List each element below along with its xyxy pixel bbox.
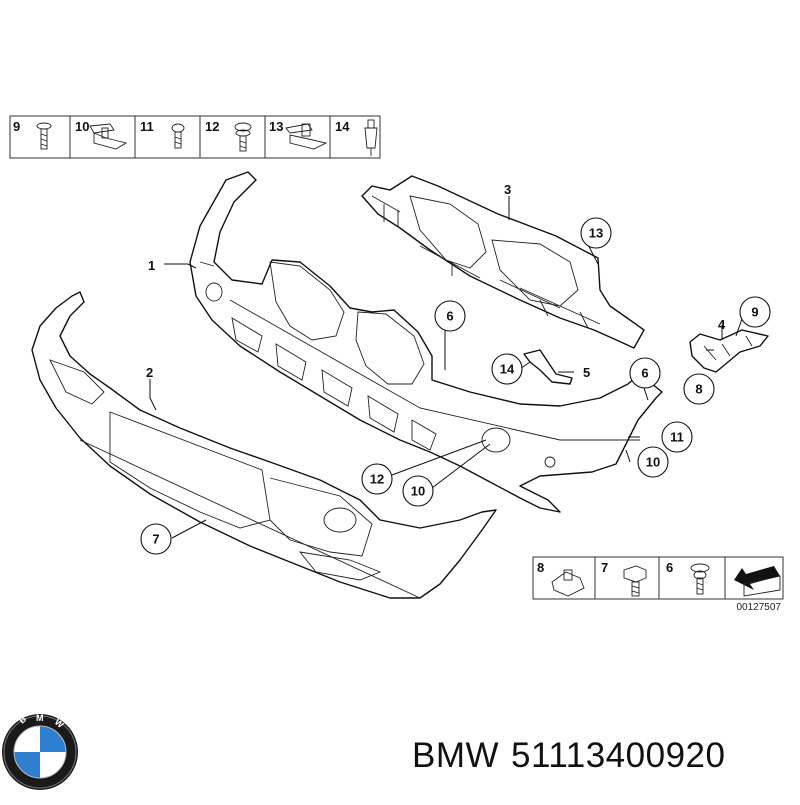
bolt-icon: [623, 565, 647, 597]
small-bracket-part: [523, 349, 573, 385]
screw-icon: [36, 122, 52, 150]
hw-number: 6: [666, 560, 673, 575]
clip-nut-icon: [551, 569, 585, 597]
hw-number: 10: [75, 119, 89, 134]
callout-7: 7: [152, 532, 159, 547]
direction-arrow-icon: [734, 566, 781, 597]
part-number: 51113400920: [511, 736, 726, 775]
side-bracket-part: [689, 329, 769, 373]
callout-2: 2: [146, 365, 153, 380]
hw-number: 11: [140, 119, 154, 134]
callout-11: 11: [670, 430, 684, 445]
part-caption: BMW 51113400920: [412, 736, 737, 776]
svg-text:M: M: [36, 713, 44, 723]
callout-13: 13: [589, 226, 603, 241]
hw-number: 13: [269, 119, 283, 134]
screw-icon: [234, 122, 252, 152]
screw-icon: [690, 563, 710, 595]
bottom-hardware-strip: 8 7 6 00127507: [532, 556, 784, 613]
callout-9: 9: [751, 305, 758, 320]
bumper-trim-part: [189, 171, 663, 513]
hw-number: 7: [601, 560, 608, 575]
callout-10: 10: [411, 484, 425, 499]
screw-icon: [171, 123, 185, 149]
grille-carrier-part: [361, 175, 645, 349]
callout-6: 6: [446, 309, 453, 324]
lower-valance-part: [31, 291, 497, 599]
hw-number: 12: [205, 119, 219, 134]
clip-nut-icon: [89, 123, 128, 150]
callout-14: 14: [500, 362, 515, 377]
svg-text:B: B: [17, 713, 29, 725]
hw-number: 14: [335, 119, 350, 134]
callout-8: 8: [695, 382, 702, 397]
callout-4: 4: [718, 317, 726, 332]
brand-name: BMW: [412, 736, 500, 775]
callout-3: 3: [504, 182, 511, 197]
top-hardware-strip: 9 10 11 12 13 14: [9, 115, 381, 159]
hw-number: 8: [537, 560, 544, 575]
clip-nut-icon: [285, 123, 328, 150]
callouts: 1 2 3 4 5 13 6 6 9 14 8 11 10 12 10 7: [140, 182, 771, 555]
hw-number: 9: [13, 119, 20, 134]
callout-10: 10: [646, 455, 660, 470]
callout-6: 6: [641, 366, 648, 381]
callout-5: 5: [583, 365, 590, 380]
bmw-logo: B M W: [2, 713, 78, 790]
drawing-code: 00127507: [737, 602, 782, 613]
rivet-icon: [364, 119, 378, 156]
callout-1: 1: [148, 258, 155, 273]
callout-12: 12: [370, 472, 384, 487]
